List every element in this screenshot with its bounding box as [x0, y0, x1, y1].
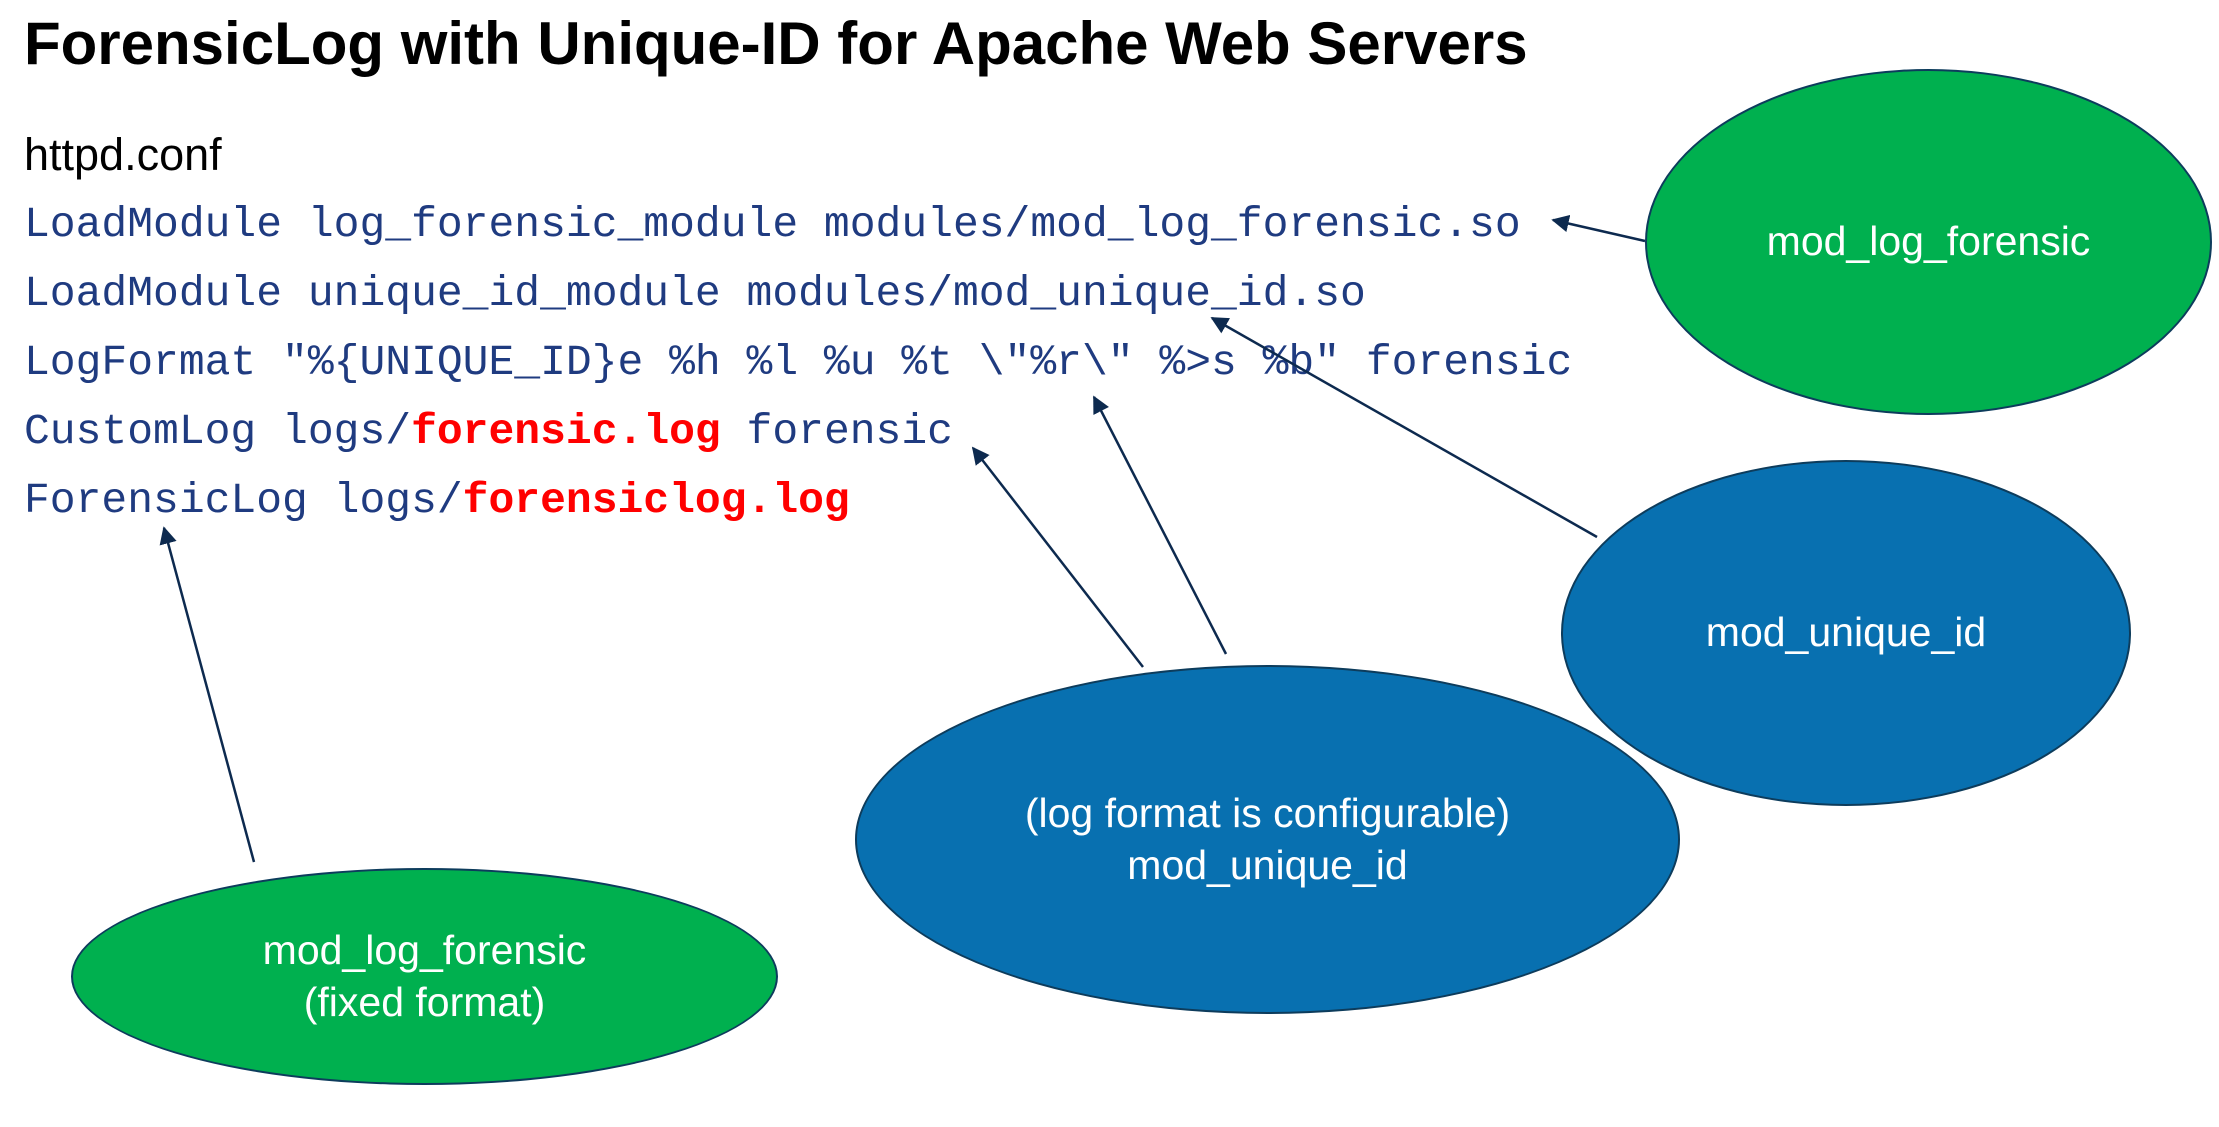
callout-mod-unique-id: mod_unique_id: [1561, 460, 2131, 806]
arrow-to-request-format: [1092, 395, 1228, 655]
arrow-to-loadmodule-forensic: [1551, 214, 1646, 243]
callout-configurable-line2: mod_unique_id: [1127, 841, 1408, 888]
slide-title: ForensicLog with Unique-ID for Apache We…: [24, 10, 1528, 77]
config-filename: httpd.conf: [24, 129, 222, 180]
code-line-loadmodule-unique-id: LoadModule unique_id_module modules/mod_…: [24, 269, 1366, 318]
callout-mod-unique-id-label: mod_unique_id: [1705, 609, 1987, 656]
callout-fixed-line1: mod_log_forensic: [262, 927, 587, 974]
code-line-loadmodule-forensic: LoadModule log_forensic_module modules/m…: [24, 200, 1521, 249]
callout-fixed-format: mod_log_forensic (fixed format): [71, 868, 778, 1085]
arrow-to-unique-id-module: [1210, 316, 1598, 539]
forensiclog-filename-highlight: forensiclog.log: [462, 476, 850, 525]
code-line-forensiclog: ForensicLog logs/forensiclog.log: [24, 479, 850, 522]
callout-configurable-format: (log format is configurable) mod_unique_…: [855, 665, 1680, 1014]
callout-mod-log-forensic-label: mod_log_forensic: [1766, 218, 2091, 265]
callout-mod-log-forensic: mod_log_forensic: [1645, 69, 2212, 415]
code-line-customlog: CustomLog logs/forensic.log forensic: [24, 410, 953, 453]
customlog-suffix: forensic: [720, 407, 953, 456]
customlog-filename-highlight: forensic.log: [411, 407, 721, 456]
customlog-prefix: CustomLog logs/: [24, 407, 412, 456]
arrow-to-forensiclog: [159, 526, 256, 863]
code-line-logformat: LogFormat "%{UNIQUE_ID}e %h %l %u %t \"%…: [24, 338, 1573, 387]
arrow-to-customlog-format: [971, 446, 1144, 668]
callout-configurable-line1: (log format is configurable): [1024, 790, 1511, 837]
callout-fixed-line2: (fixed format): [303, 978, 546, 1025]
forensiclog-prefix: ForensicLog logs/: [24, 476, 463, 525]
